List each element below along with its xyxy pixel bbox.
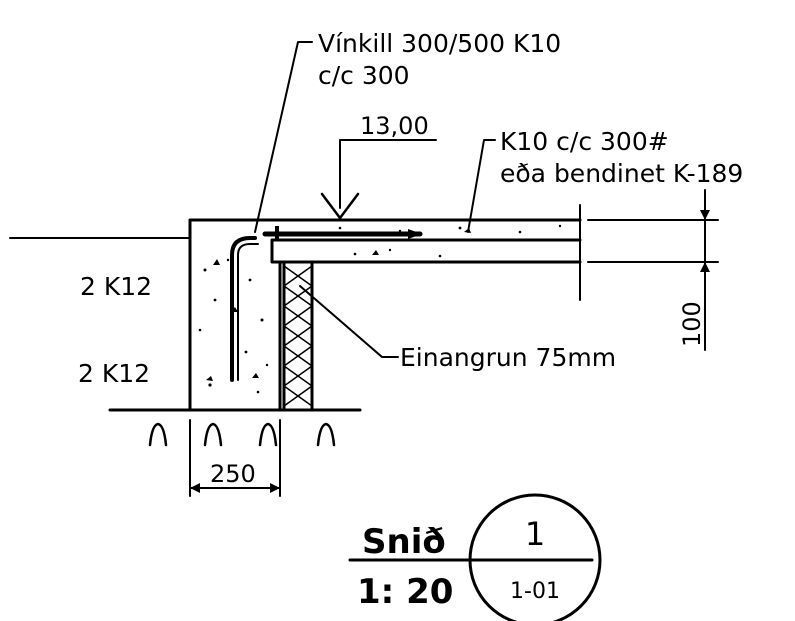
scale-label: 1: 20 (357, 572, 453, 612)
vinkill-label-line1: Vínkill 300/500 K10 (318, 29, 561, 58)
k10-leader: K10 c/c 300# eða bendinet K-189 (467, 127, 743, 233)
sheet-ref: 1-01 (510, 579, 560, 604)
insulation-strip (282, 260, 314, 412)
concrete-outline (188, 218, 582, 412)
vinkill-leader: Vínkill 300/500 K10 c/c 300 (254, 29, 561, 233)
load-arrow: 13,00 (320, 112, 437, 220)
detail-number: 1 (525, 515, 545, 553)
slab-thickness-dimension: 100 (579, 189, 719, 351)
load-value: 13,00 (360, 112, 429, 140)
soil-symbols (148, 422, 336, 447)
rebar-top-label: 2 K12 (80, 272, 152, 301)
slab-thickness-label: 100 (678, 301, 706, 347)
vinkill-label-line2: c/c 300 (318, 61, 410, 90)
section-label: Snið (362, 522, 446, 562)
insulation-leader: Einangrun 75mm (299, 285, 616, 372)
insulation-label: Einangrun 75mm (400, 343, 616, 372)
title-block: Snið 1: 20 1 1-01 (348, 493, 602, 621)
reinforcement (230, 226, 423, 382)
k10-label-line2: eða bendinet K-189 (500, 159, 743, 188)
ground-lines (9, 237, 362, 412)
k10-label-line1: K10 c/c 300# (500, 127, 669, 156)
wall-width-label: 250 (210, 460, 256, 488)
rebar-bottom-label: 2 K12 (78, 359, 150, 388)
wall-width-dimension: 250 (189, 419, 281, 497)
